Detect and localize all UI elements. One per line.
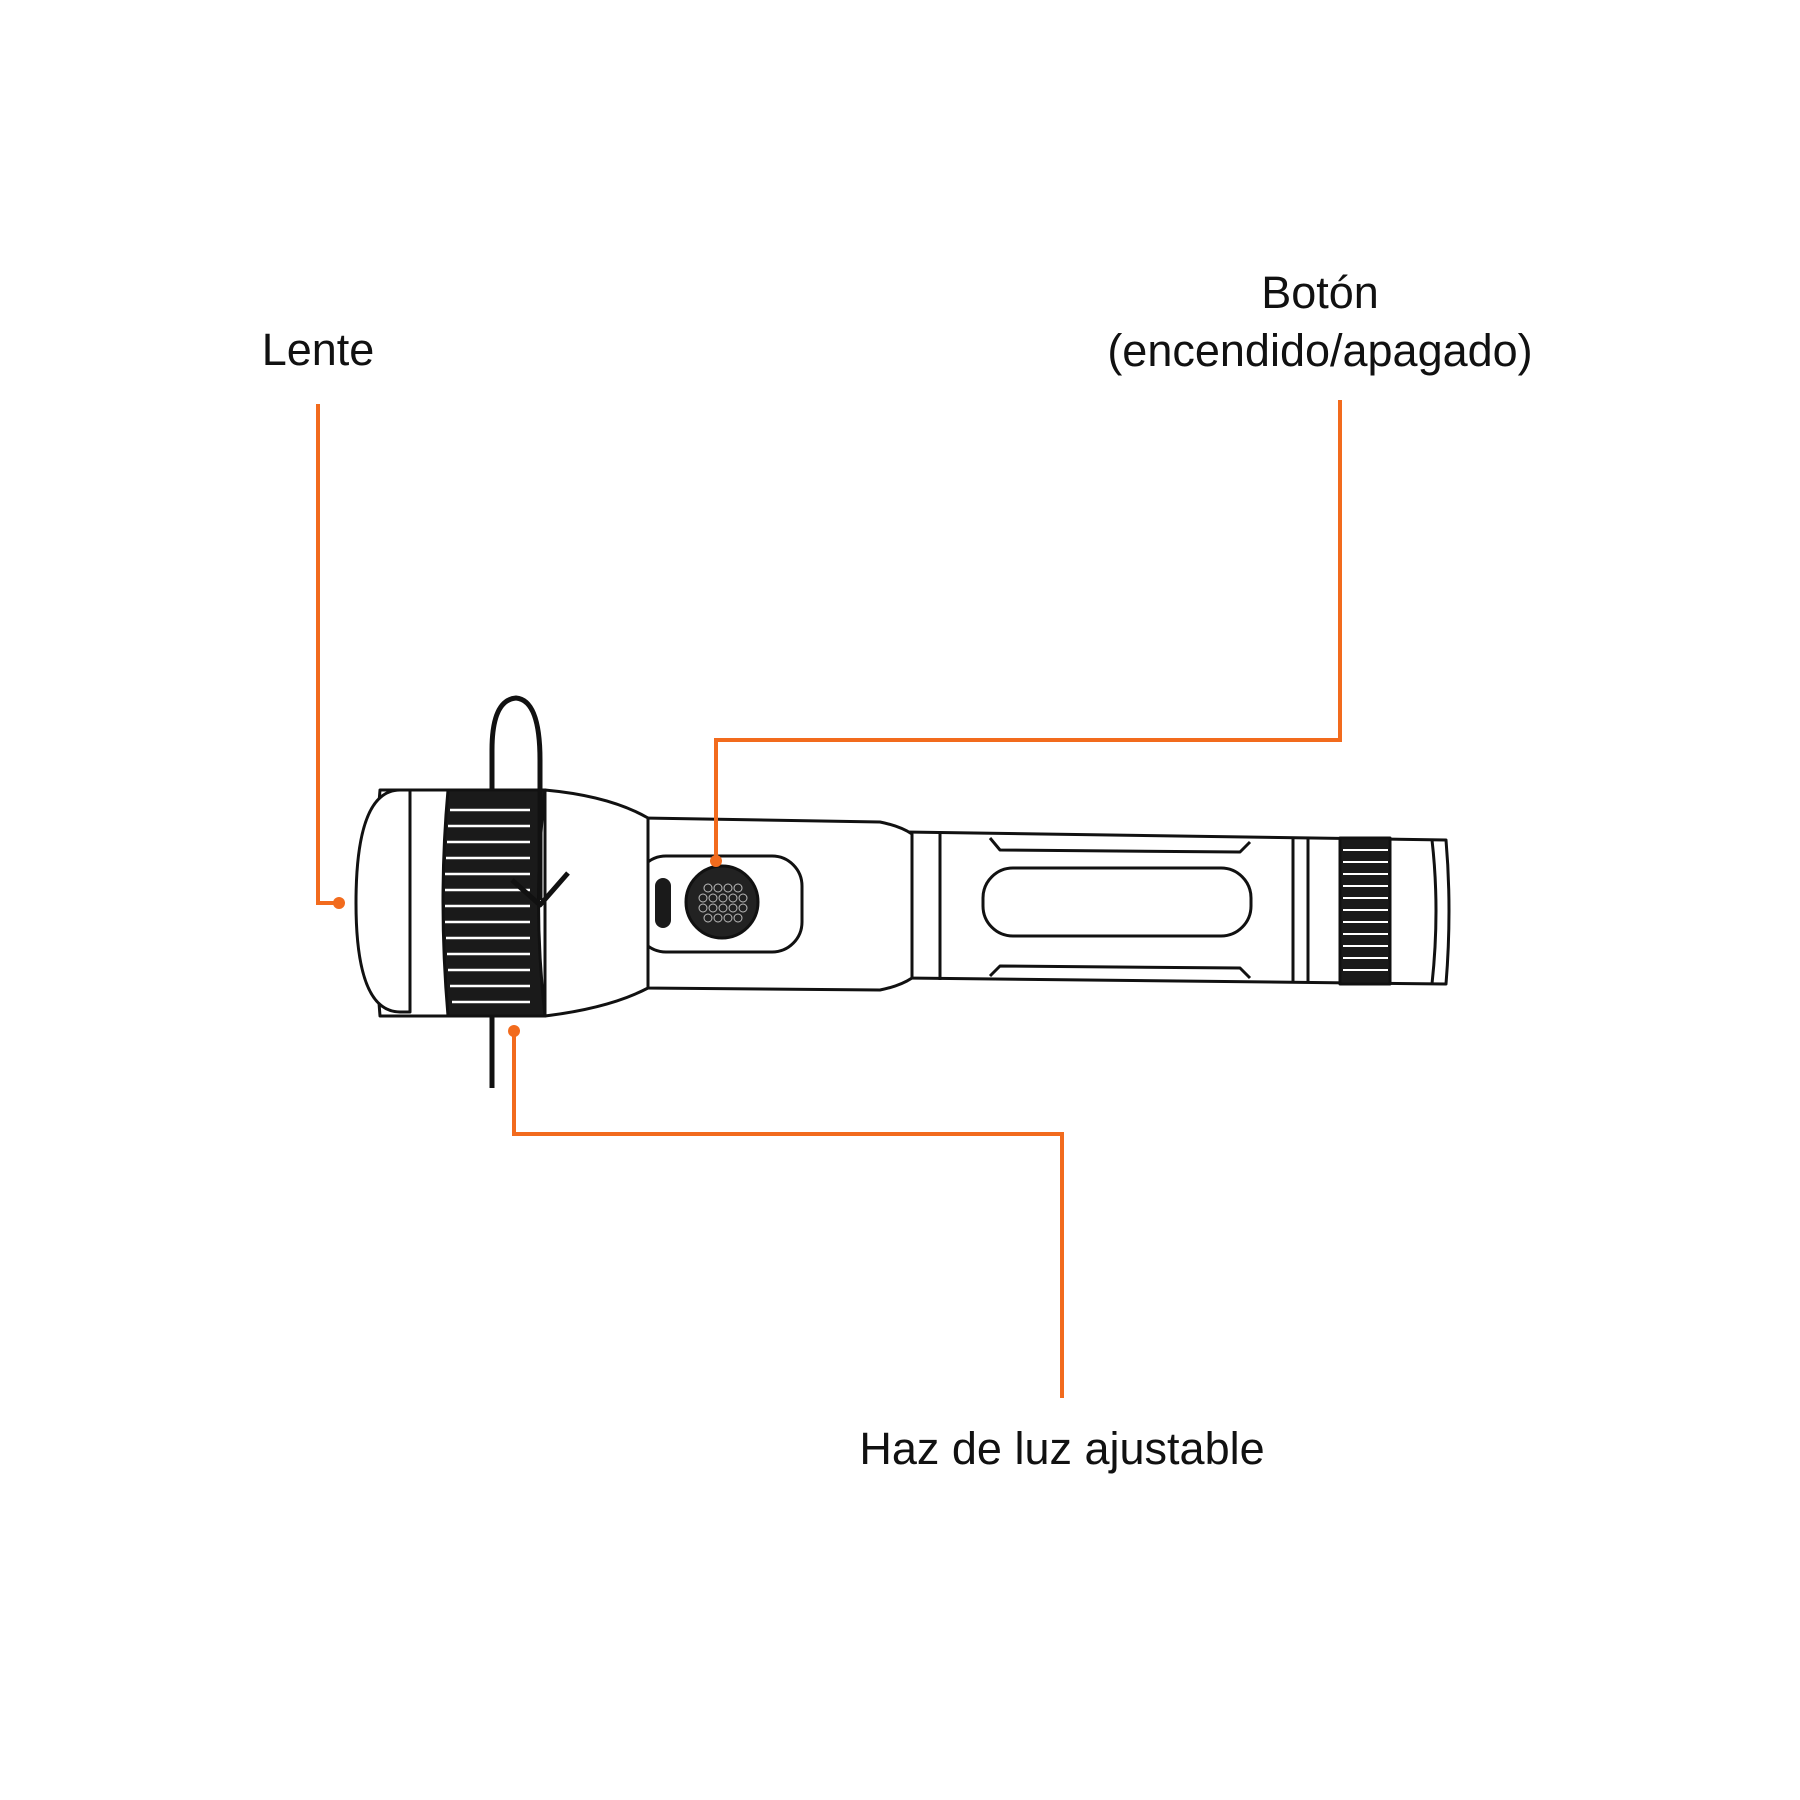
tail-grip-lines [1343,849,1388,971]
label-button-line2: (encendido/apagado) [1107,325,1533,376]
label-button: Botón (encendido/apagado) [1107,264,1532,380]
label-lens: Lente [261,324,375,375]
callout-dots [333,855,722,1037]
button-callout-line [714,400,1342,861]
rotate-arrow-icon [489,695,570,1088]
lens-callout-line [316,404,339,905]
flashlight-icon [354,695,1451,1088]
button-texture [698,883,748,923]
callout-lines [316,400,1342,1398]
label-beam: Haz de luz ajustable [859,1423,1265,1474]
focus-ring-grip [445,808,530,1004]
label-button-line1: Botón [1261,267,1379,318]
beam-callout-line [512,1031,1064,1398]
